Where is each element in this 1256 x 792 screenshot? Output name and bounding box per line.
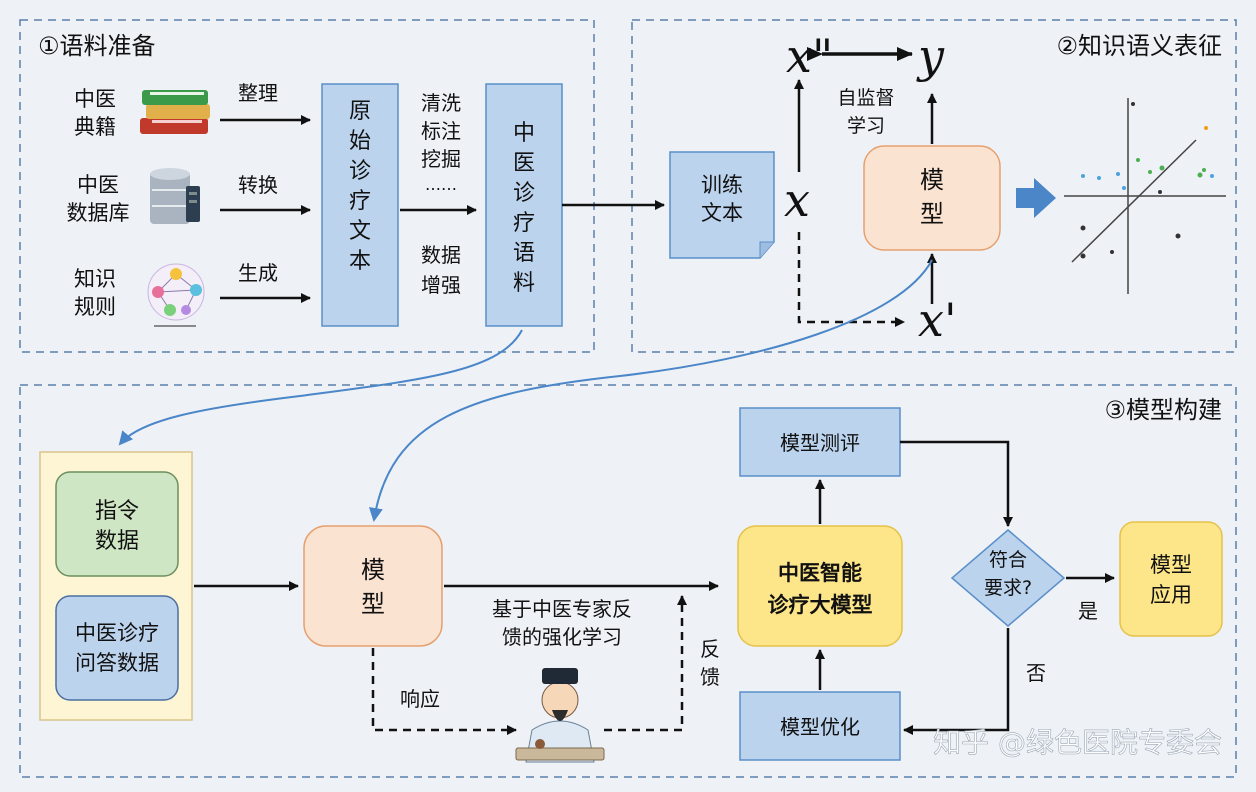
arrow-x-to-x1	[797, 232, 905, 327]
books-icon	[140, 90, 210, 134]
section-semantic-panel	[631, 19, 1237, 353]
feedback-label-2: 馈	[700, 665, 720, 689]
watermark: 知乎 @绿色医院专委会	[933, 726, 1222, 759]
no-label: 否	[1026, 661, 1046, 685]
big-model-label-1: 中医智能	[778, 561, 862, 585]
section-build-title: ③模型构建	[1104, 396, 1222, 424]
instruction-data-label-2: 数据	[95, 529, 139, 554]
section-corpus-panel	[19, 19, 595, 353]
optimize-label: 模型优化	[780, 715, 860, 739]
arrow-response	[371, 648, 517, 735]
qa-data-box	[55, 595, 179, 701]
section-corpus-title: ①语料准备	[38, 32, 156, 60]
qa-data-label-2: 问答数据	[75, 651, 159, 675]
feedback-label-1: 反	[700, 637, 720, 661]
rlhf-label-2: 馈的强化学习	[502, 625, 622, 649]
instruction-data-label-1: 指令	[95, 499, 139, 524]
curve-corpus-to-data	[118, 329, 523, 446]
source-label-rules-2: 规则	[74, 295, 116, 319]
self-supervised-label-1: 自监督	[837, 87, 894, 109]
curve-model-to-model	[368, 259, 933, 522]
top-model-label-1: 模	[920, 166, 944, 194]
action-generate: 生成	[238, 261, 278, 285]
database-icon	[150, 168, 200, 224]
source-label-rules-1: 知识	[74, 267, 116, 291]
corpus-label: 中医诊疗语料	[513, 121, 535, 296]
section-build-panel	[19, 384, 1237, 778]
source-label-database-1: 中医	[77, 173, 119, 197]
corpus-box	[485, 83, 563, 327]
action-organize: 整理	[238, 81, 278, 105]
response-label: 响应	[400, 687, 440, 711]
section-semantic-title: ②知识语义表征	[1056, 32, 1222, 60]
train-text-label-1: 训练	[701, 173, 743, 197]
var-x-double-prime: x"	[786, 29, 833, 83]
yes-label: 是	[1078, 599, 1098, 623]
arrow-eval-decision	[900, 440, 1013, 527]
decision-label-1: 符合	[989, 549, 1027, 571]
top-model-label-2: 型	[920, 200, 944, 228]
process-clean: 清洗	[421, 91, 461, 115]
rlhf-label-1: 基于中医专家反	[492, 597, 632, 621]
action-convert: 转换	[238, 173, 278, 197]
process-annotate: 标注	[421, 119, 461, 143]
apply-label-1: 模型	[1150, 553, 1192, 577]
arrow-no	[903, 628, 1010, 735]
bottom-model-label-2: 型	[361, 590, 385, 618]
source-label-classics-1: 中医	[74, 87, 116, 111]
apply-label-2: 应用	[1150, 583, 1192, 607]
top-model-box	[863, 145, 1001, 251]
big-model-box	[737, 525, 903, 647]
var-y: y	[916, 29, 945, 83]
source-label-classics-2: 典籍	[74, 115, 116, 139]
block-arrow-right	[1016, 178, 1056, 218]
process-augment: 增强	[421, 273, 461, 297]
apply-box	[1119, 521, 1223, 637]
big-model-label-2: 诊疗大模型	[768, 593, 873, 617]
self-supervised-label-2: 学习	[847, 115, 885, 137]
optimize-box	[739, 691, 901, 761]
raw-text-label: 原始诊疗文本	[349, 99, 371, 274]
bottom-model-label-1: 模	[361, 556, 385, 584]
process-ellipsis: ……	[425, 175, 457, 194]
source-label-database-2: 数据库	[67, 201, 130, 225]
arrow-feedback	[604, 595, 687, 732]
var-x-prime: x'	[918, 293, 957, 347]
doctor-icon	[515, 668, 605, 763]
embedding-scatter-plot	[1064, 98, 1226, 294]
bottom-model-box	[303, 525, 443, 647]
process-mine: 挖掘	[421, 147, 461, 171]
knowledge-graph-icon	[147, 263, 205, 327]
process-data: 数据	[421, 243, 461, 267]
qa-data-label-1: 中医诊疗	[75, 621, 159, 645]
decision-diamond	[950, 529, 1066, 627]
eval-box	[739, 407, 901, 477]
var-x: x	[784, 173, 810, 227]
eval-label: 模型测评	[780, 431, 860, 455]
decision-label-2: 要求?	[984, 577, 1032, 599]
raw-text-box	[321, 83, 399, 327]
instruction-data-box	[55, 471, 179, 577]
train-text-label-2: 文本	[701, 201, 743, 225]
